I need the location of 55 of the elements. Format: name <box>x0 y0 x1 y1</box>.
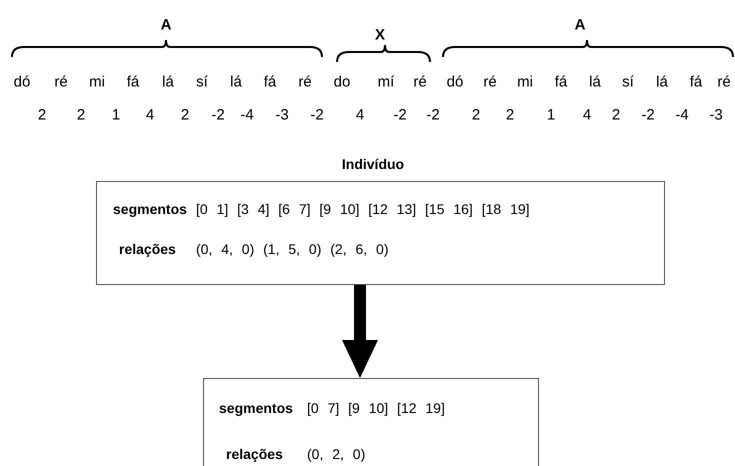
field-value: (0, 2, 0) <box>307 447 366 461</box>
interval-number: -2 <box>211 108 225 122</box>
note-name: fá <box>126 74 140 90</box>
note-name: fá <box>264 74 276 90</box>
field-name: relações <box>226 447 283 461</box>
interval-number: -4 <box>240 108 254 122</box>
field-value: [0 7] [9 10] [12 19] <box>307 401 445 415</box>
block-arrow <box>342 285 378 378</box>
interval-number: 2 <box>612 108 620 122</box>
note-name: lá <box>162 74 174 90</box>
note-name: ré <box>413 74 427 90</box>
note-name: dó <box>14 74 30 90</box>
note-name: ré <box>717 74 731 90</box>
interval-number: -4 <box>675 108 689 122</box>
interval-number: 4 <box>146 108 154 122</box>
interval-number: -2 <box>393 108 407 122</box>
field-name: segmentos <box>219 401 293 415</box>
note-name: sí <box>622 74 634 90</box>
note-name: mi <box>517 74 533 90</box>
interval-number: -2 <box>641 108 655 122</box>
note-name: ré <box>54 74 68 90</box>
interval-number: 2 <box>76 108 86 122</box>
brace-label: A <box>160 18 172 32</box>
note-name: sí <box>196 74 208 90</box>
note-name: mi <box>89 74 105 90</box>
note-name: dó <box>446 74 464 90</box>
interval-number: 2 <box>38 108 46 122</box>
note-name: fá <box>554 74 568 90</box>
field-name: relações <box>119 242 176 256</box>
data-box <box>203 378 539 466</box>
note-name: do <box>334 74 350 90</box>
box-heading: Indivíduo <box>342 157 404 171</box>
note-name: lá <box>230 74 242 90</box>
interval-number: 2 <box>506 108 514 122</box>
interval-number: -3 <box>709 108 723 122</box>
field-value: (0, 4, 0) (1, 5, 0) (2, 6, 0) <box>196 242 389 256</box>
note-name: ré <box>483 74 497 90</box>
interval-number: -2 <box>310 108 324 122</box>
field-name: segmentos <box>113 202 187 216</box>
brace-label: A <box>574 18 586 32</box>
interval-number: -2 <box>426 108 440 122</box>
interval-number: 1 <box>112 108 120 122</box>
note-name: lá <box>589 74 601 90</box>
interval-number: 4 <box>582 108 592 122</box>
brace-label: X <box>375 28 385 42</box>
field-value: [0 1] [3 4] [6 7] [9 10] [12 13] [15 16] [18 19] <box>196 202 530 216</box>
interval-number: 1 <box>546 108 556 122</box>
note-name: mí <box>378 74 394 90</box>
note-name: lá <box>656 74 668 90</box>
note-name: ré <box>298 74 312 90</box>
note-name: fá <box>690 74 702 90</box>
interval-number: 4 <box>356 108 364 122</box>
interval-number: 2 <box>472 108 480 122</box>
interval-number: -3 <box>275 108 289 122</box>
interval-number: 2 <box>180 108 190 122</box>
